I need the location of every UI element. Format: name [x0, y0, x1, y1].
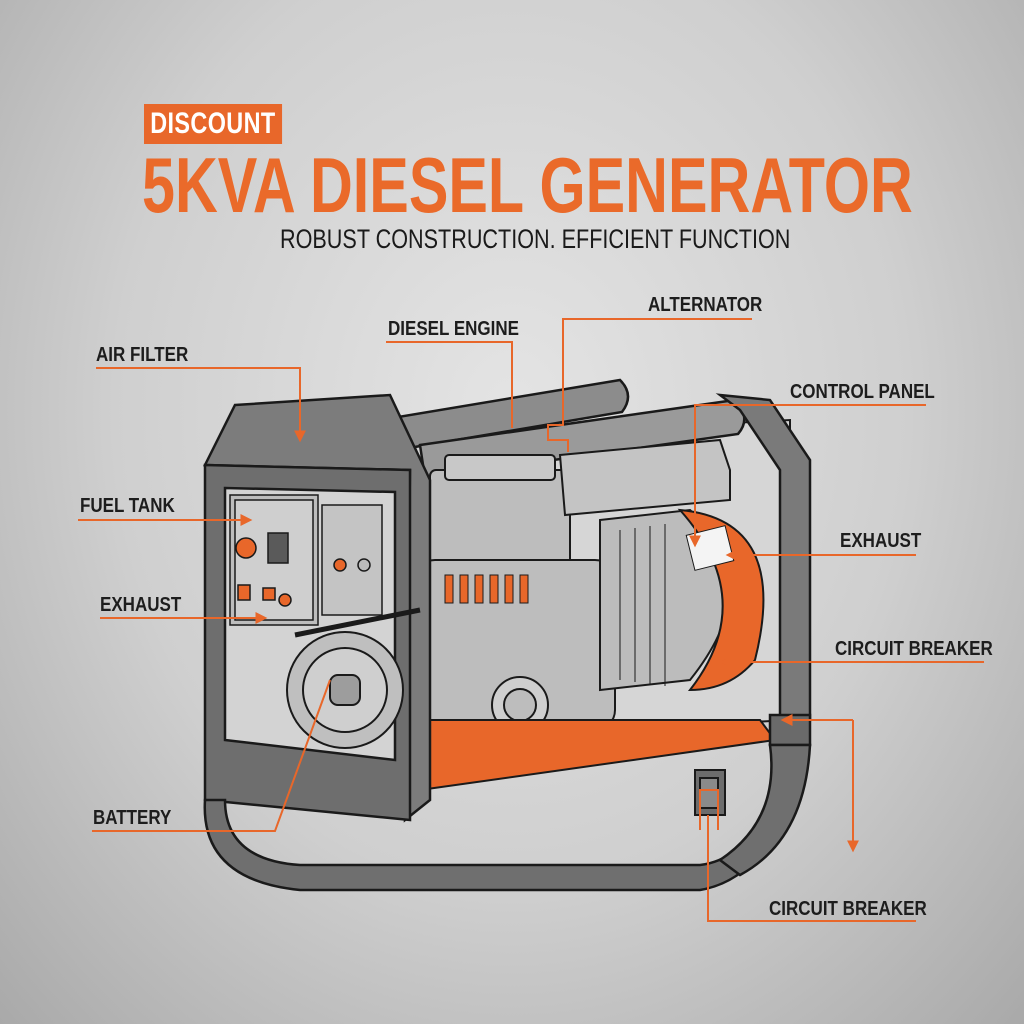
callout-air-filter: AIR FILTER	[96, 344, 189, 366]
skid-beams	[694, 769, 726, 816]
leader-control-panel	[689, 404, 926, 548]
page-title: 5KVA DIESEL GENERATOR	[142, 141, 913, 229]
flywheel	[286, 607, 421, 749]
callout-battery: BATTERY	[93, 807, 172, 829]
leader-bracket-bottom	[699, 789, 719, 830]
control-panel	[229, 494, 383, 626]
callout-exhaust-left: EXHAUST	[100, 594, 182, 616]
leader-circuit-breaker-bottom	[707, 815, 916, 922]
leader-diesel-engine	[386, 341, 513, 428]
callout-fuel-tank: FUEL TANK	[80, 495, 175, 517]
callout-diesel-engine: DIESEL ENGINE	[388, 318, 520, 340]
page-subtitle: ROBUST CONSTRUCTION. EFFICIENT FUNCTION	[280, 224, 791, 254]
callout-lines	[78, 318, 984, 922]
discount-badge: DISCOUNT	[144, 104, 282, 144]
start-button-icon	[235, 537, 257, 559]
leader-alternator	[547, 318, 752, 452]
callout-circuit-breaker-bottom: CIRCUIT BREAKER	[769, 898, 927, 920]
callout-circuit-breaker-right: CIRCUIT BREAKER	[835, 638, 993, 660]
callout-exhaust-right: EXHAUST	[840, 530, 922, 552]
leader-air-filter	[96, 367, 306, 443]
fuel-tank-box	[558, 438, 731, 517]
callout-control-panel: CONTROL PANEL	[790, 381, 935, 403]
callout-alternator: ALTERNATOR	[648, 294, 763, 316]
leader-battery	[92, 679, 331, 832]
